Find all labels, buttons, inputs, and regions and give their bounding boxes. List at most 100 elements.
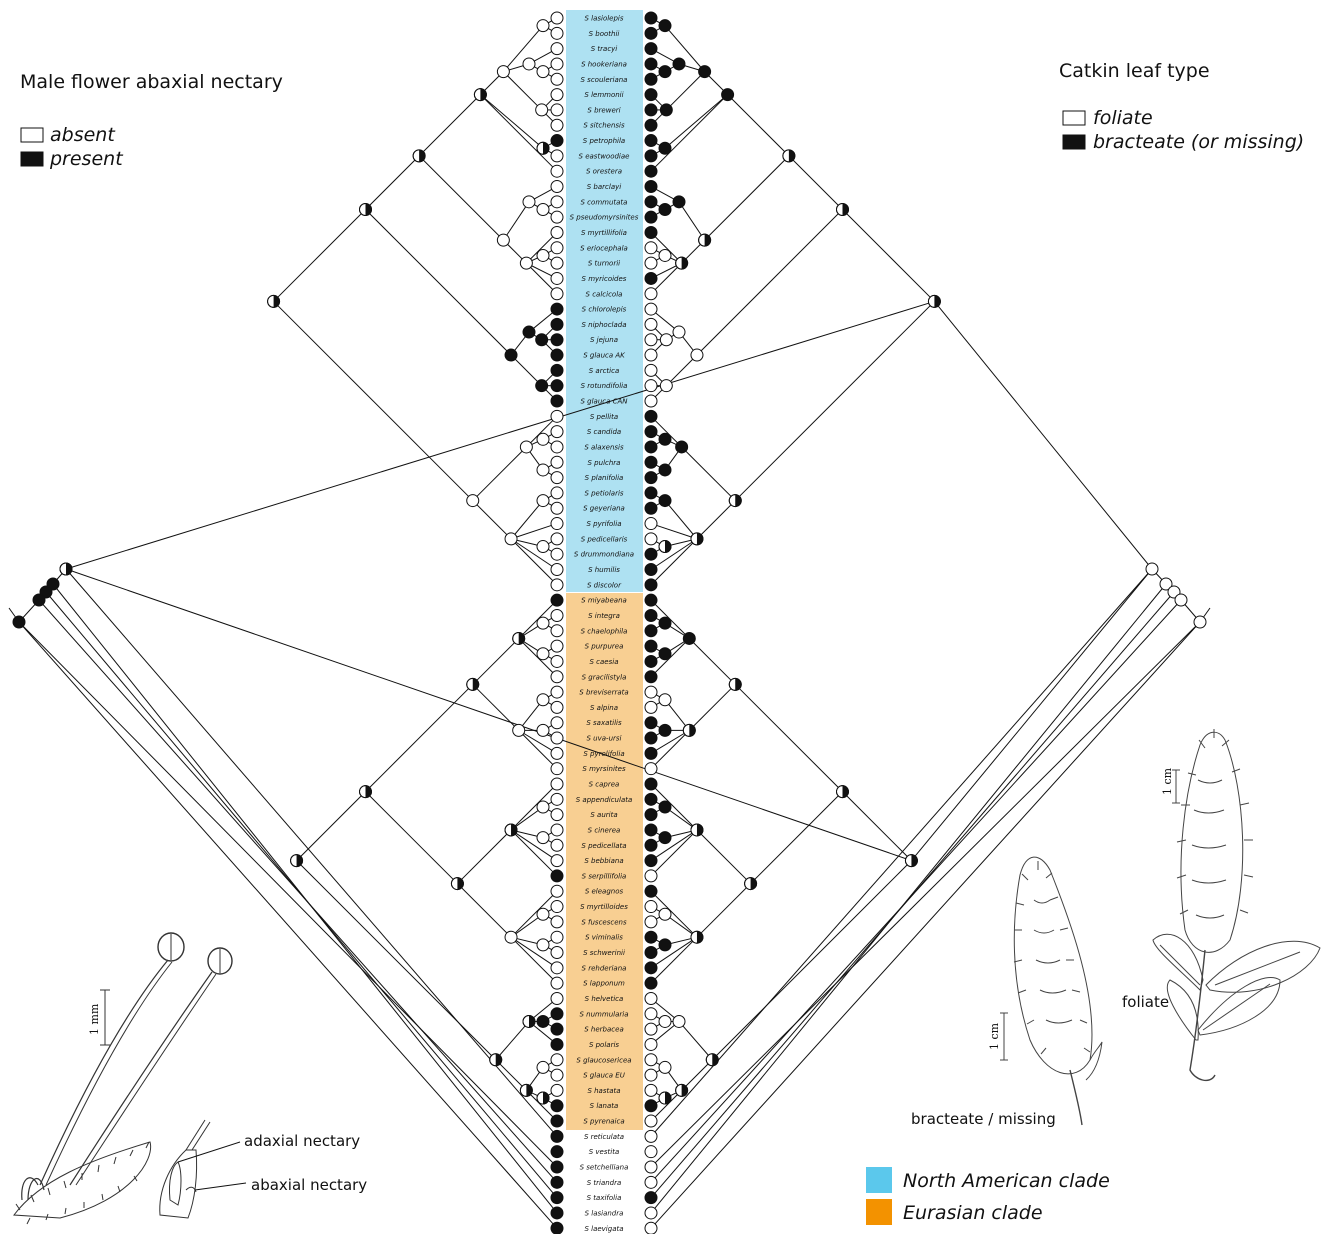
abaxial-nectary-tip-state [551, 1207, 563, 1219]
abaxial-nectary-tip-state [551, 487, 563, 499]
catkin-leaf-ancestral-state [659, 832, 671, 844]
abaxial-nectary-ancestral-state [523, 326, 535, 338]
taxon-label: S integra [588, 612, 620, 620]
abaxial-nectary-tip-state [551, 594, 563, 606]
abaxial-nectary-tip-state [551, 226, 563, 238]
abaxial-nectary-tip-state [551, 1176, 563, 1188]
abaxial-nectary-tip-state [551, 135, 563, 147]
taxon-label: S alpina [590, 704, 618, 712]
taxon-label: S pulchra [588, 459, 621, 467]
taxon-label: S helvetica [585, 995, 624, 1003]
taxon-label: S arctica [589, 367, 620, 375]
taxon-label: S aurita [590, 811, 617, 819]
catkin-leaf-tip-state [645, 732, 657, 744]
abaxial-nectary-ancestral-state [537, 648, 549, 660]
catkin-leaf-ancestral-state [659, 724, 671, 736]
catkin-leaf-tip-state [645, 1176, 657, 1188]
catkin-leaf-ancestral-state [691, 824, 703, 836]
adaxial-pointer [178, 1142, 240, 1162]
catkin-leaf-ancestral-state [659, 908, 671, 920]
catkin-leaf-tip-state [645, 380, 657, 392]
foliate-label: foliate [1122, 993, 1169, 1011]
abaxial-nectary-ancestral-state [360, 204, 372, 216]
taxon-label: S lasiolepis [584, 15, 623, 23]
taxon-label: S commutata [581, 198, 628, 206]
catkin-leaf-ancestral-state [928, 295, 940, 307]
abaxial-nectary-tip-state [551, 609, 563, 621]
abaxial-nectary-tip-state [551, 334, 563, 346]
catkin-leaf-ancestral-state [659, 939, 671, 951]
catkin-leaf-tip-state [645, 58, 657, 70]
north-american-label: North American clade [903, 1170, 1110, 1192]
abaxial-nectary-tip-state [551, 763, 563, 775]
abaxial-nectary-ancestral-state [537, 541, 549, 553]
catkin-leaf-tip-state [645, 288, 657, 300]
taxon-label: S pedicellata [581, 842, 626, 850]
catkin-leaf-ancestral-state [676, 1084, 688, 1096]
right-tree-nodes [645, 12, 1206, 1234]
left-legend-present: present [49, 148, 124, 170]
catkin-leaf-ancestral-state [837, 204, 849, 216]
abaxial-nectary-ancestral-state [523, 58, 535, 70]
eurasian-swatch [866, 1199, 892, 1225]
abaxial-nectary-ancestral-state [505, 824, 517, 836]
catkin-leaf-tip-state [645, 426, 657, 438]
catkin-leaf-tip-state [645, 564, 657, 576]
abaxial-nectary-ancestral-state [505, 349, 517, 361]
taxon-label: S orestera [586, 168, 622, 176]
catkin-leaf-ancestral-state [691, 349, 703, 361]
catkin-leaf-ancestral-state [691, 533, 703, 545]
taxon-label: S setchelliana [580, 1164, 629, 1172]
taxon-label: S jejuna [590, 336, 618, 344]
abaxial-nectary-ancestral-state [505, 533, 517, 545]
abaxial-nectary-ancestral-state [537, 66, 549, 78]
catkin-leaf-tip-state [645, 962, 657, 974]
taxon-label: S lemmonii [584, 91, 623, 99]
catkin-leaf-tip-state [645, 1207, 657, 1219]
abaxial-nectary-ancestral-state [537, 433, 549, 445]
abaxial-nectary-tip-state [551, 58, 563, 70]
catkin-leaf-tip-state [645, 1161, 657, 1173]
taxon-label: S glauca AK [583, 352, 626, 360]
abaxial-nectary-tip-state [551, 579, 563, 591]
catkin-leaf-tip-state [645, 1222, 657, 1234]
catkin-leaf-tip-state [645, 518, 657, 530]
catkin-leaf-tip-state [645, 1146, 657, 1158]
catkin-leaf-ancestral-state [660, 334, 672, 346]
abaxial-nectary-tip-state [551, 410, 563, 422]
abaxial-nectary-tip-state [551, 502, 563, 514]
catkin-leaf-tip-state [645, 824, 657, 836]
abaxial-nectary-ancestral-state [537, 1015, 549, 1027]
abaxial-nectary-tip-state [551, 89, 563, 101]
taxon-label: S gracilistyla [582, 673, 627, 681]
taxon-label: S tracyi [591, 45, 618, 53]
taxon-label: S cinerea [588, 826, 621, 834]
abaxial-nectary-tip-state [551, 901, 563, 913]
bracteate-catkin-illustration [1000, 857, 1102, 1125]
catkin-leaf-tip-state [645, 625, 657, 637]
foliate-swatch [1063, 111, 1085, 125]
abaxial-nectary-ancestral-state [537, 939, 549, 951]
abaxial-nectary-tip-state [551, 73, 563, 85]
taxon-label: S glauca CAN [580, 398, 628, 406]
abaxial-nectary-ancestral-state [451, 878, 463, 890]
abaxial-nectary-tip-state [551, 27, 563, 39]
taxon-label: S schwerinii [583, 949, 625, 957]
catkin-leaf-tip-state [645, 73, 657, 85]
catkin-leaf-tip-state [645, 181, 657, 193]
bracteate-missing-label: bracteate / missing [911, 1110, 1056, 1128]
abaxial-pointer [195, 1183, 246, 1190]
catkin-leaf-ancestral-state [659, 204, 671, 216]
left-tree-edges [9, 18, 934, 1228]
catkin-leaf-tip-state [645, 977, 657, 989]
catkin-leaf-tip-state [645, 1115, 657, 1127]
abaxial-nectary-ancestral-state [537, 908, 549, 920]
right-tree-edges [651, 18, 1210, 1228]
taxon-label: S petiolaris [584, 489, 623, 497]
taxon-label: S rehderiana [582, 964, 627, 972]
abaxial-nectary-tip-state [551, 1146, 563, 1158]
abaxial-nectary-root-state [60, 563, 72, 575]
abaxial-nectary-ancestral-state [537, 1092, 549, 1104]
taxon-label: S reticulata [584, 1133, 624, 1141]
abaxial-nectary-root-state [13, 616, 25, 628]
